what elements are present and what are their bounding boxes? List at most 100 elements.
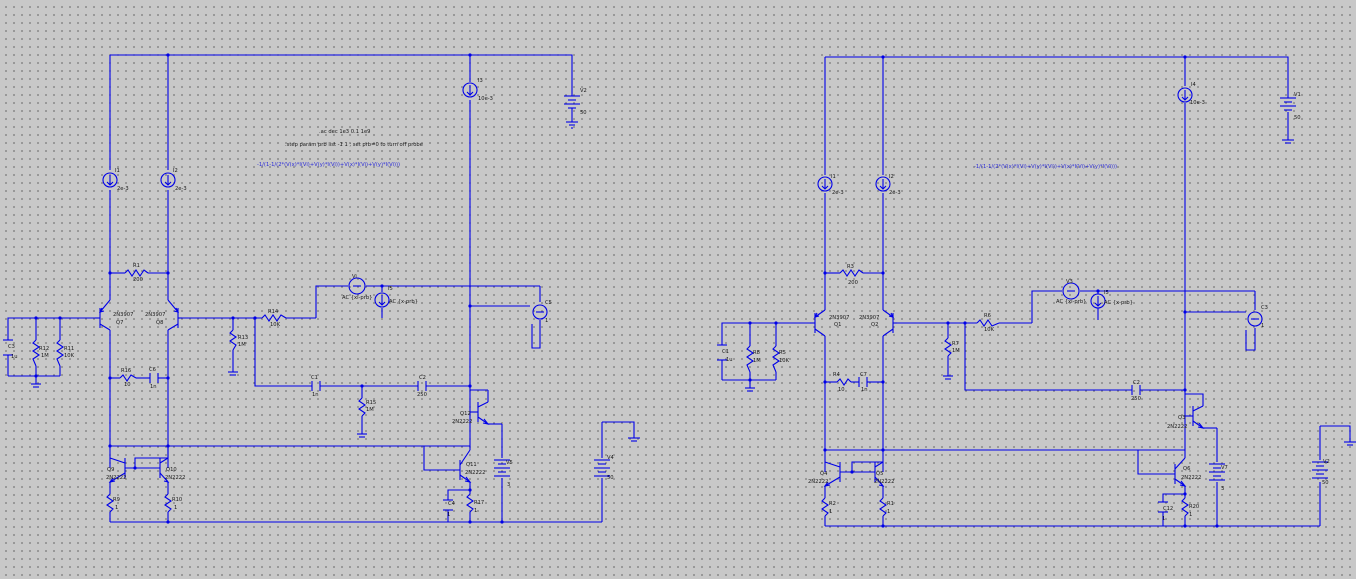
- label: R17: [474, 500, 484, 506]
- battery-V1: V1 50: [1280, 92, 1301, 121]
- battery-V4: V4 50: [594, 455, 615, 481]
- label: R20: [1189, 504, 1199, 510]
- current-source-I5: I5 AC {x-prb}: [1090, 290, 1133, 309]
- label: Q7: [116, 320, 123, 326]
- label: I2: [173, 168, 178, 174]
- value: 10K: [270, 322, 281, 328]
- value: 2e-3: [832, 190, 844, 196]
- value: 50: [607, 475, 614, 481]
- value: 10e-3: [1190, 100, 1205, 106]
- transistor-Q12: Q12 2N2222: [452, 401, 490, 425]
- transistor-Q4: Q4 2N2222: [808, 461, 841, 487]
- resistor-R1: R1 200: [124, 263, 149, 283]
- value: 1M: [753, 358, 761, 364]
- label: Q11: [466, 462, 477, 468]
- label: R1: [133, 263, 140, 269]
- battery-V2: V2 50: [1312, 459, 1330, 486]
- resistor-R13: R13 1M: [229, 329, 248, 351]
- label: R5: [779, 350, 786, 356]
- value: 1: [1189, 512, 1192, 518]
- value: 1: [447, 512, 450, 518]
- resistor-R10: R10 1: [164, 493, 182, 513]
- ground-V4: [628, 437, 640, 442]
- ground-R13: [228, 371, 238, 376]
- resistor-R11: R11 10K: [56, 339, 75, 367]
- model: 2N2222: [106, 475, 126, 481]
- capacitor-C5: C5 1: [532, 300, 552, 324]
- resistor-R16: R16 10: [119, 368, 137, 388]
- model: 2N2222: [465, 470, 485, 476]
- label: V2: [580, 88, 587, 94]
- transistor-Q1: 2N3907 Q1: [810, 309, 849, 337]
- label: R12: [39, 346, 49, 352]
- label: R13: [238, 335, 248, 341]
- resistor-R9: R9 1: [106, 493, 120, 513]
- label: C5: [545, 300, 552, 306]
- value: 1u: [726, 357, 733, 363]
- model: 2N2222: [1181, 475, 1201, 481]
- model: 2N2222: [808, 479, 828, 485]
- current-source-I1: I1 2e-3: [102, 168, 129, 192]
- resistor-R3: R3 200: [839, 264, 864, 286]
- label: V4: [607, 455, 615, 461]
- label: Q5: [876, 471, 883, 477]
- label: C2: [419, 375, 426, 381]
- label: R3: [847, 264, 854, 270]
- capacitor-C2: C2 250: [1131, 380, 1141, 402]
- label: C3: [1261, 305, 1268, 311]
- label: I4: [1191, 82, 1197, 88]
- ground-V2: [566, 121, 578, 129]
- capacitor-C7: C7 1n: [858, 372, 868, 393]
- label: Q4: [820, 471, 828, 477]
- battery-V2: V2 50: [564, 88, 587, 116]
- value: 1M: [41, 353, 49, 359]
- label: I1: [831, 174, 836, 180]
- label: Q12: [460, 411, 471, 417]
- label: I2: [889, 174, 894, 180]
- label: I1: [115, 168, 120, 174]
- capacitor-C4: C4 1: [443, 499, 456, 518]
- current-source-I2: I2 2e-3: [875, 174, 901, 196]
- left-schematic: I3 10e-3 V2 50 I1 2e-3 I2 2: [3, 53, 640, 524]
- label: R16: [121, 368, 131, 374]
- right-wires: [721, 56, 1351, 527]
- probe-expression: -1/(1-1/(2*(V(x)*I(Vi)+V(y)*I(Vi))+V(x)*…: [257, 162, 400, 168]
- spice-directive-ac: .ac dec 1e3 0.1 1e9: [319, 129, 370, 135]
- value: 50: [1322, 480, 1329, 486]
- label: R14: [268, 309, 279, 315]
- transistor-Q10: Q10 2N2222: [159, 457, 185, 483]
- voltage-source-Vi: Vi AC {xi-prb}: [342, 274, 372, 301]
- value: 2e-3: [889, 190, 901, 196]
- value: 10e-3: [478, 96, 493, 102]
- resistor-R15: R15 1M: [358, 397, 376, 417]
- value: 2e-3: [175, 186, 187, 192]
- transistor-Q11: Q11 2N2222: [459, 449, 485, 483]
- model: 2N3907: [859, 315, 879, 321]
- value: AC {x-prb}: [389, 299, 418, 305]
- value: 50: [1294, 115, 1301, 121]
- model: 2N3907: [829, 315, 849, 321]
- value: AC {xi-prb}: [1056, 299, 1086, 305]
- label: R10: [172, 497, 182, 503]
- value: 1: [829, 509, 832, 515]
- value: 10K: [64, 353, 75, 359]
- value: 1M: [238, 342, 246, 348]
- capacitor-C3: C3 1: [1247, 305, 1268, 329]
- value: 3: [1221, 486, 1224, 492]
- model: 2N2222: [452, 419, 472, 425]
- label: R8: [753, 350, 760, 356]
- label: C6: [149, 367, 156, 373]
- label: R11: [64, 346, 74, 352]
- value: 2e-3: [117, 186, 129, 192]
- label: Q2: [871, 322, 878, 328]
- label: V2: [1323, 459, 1330, 465]
- value: 1: [887, 509, 890, 515]
- value: AC {xi-prb}: [342, 295, 372, 301]
- value: 1: [1261, 323, 1264, 329]
- battery-V5: V5 3: [494, 459, 513, 488]
- value: 1: [1162, 516, 1165, 522]
- value: 10: [838, 387, 845, 393]
- value: 1: [545, 318, 548, 324]
- model: 2N3907: [113, 312, 133, 318]
- current-source-I4: I4 10e-3: [1177, 82, 1205, 106]
